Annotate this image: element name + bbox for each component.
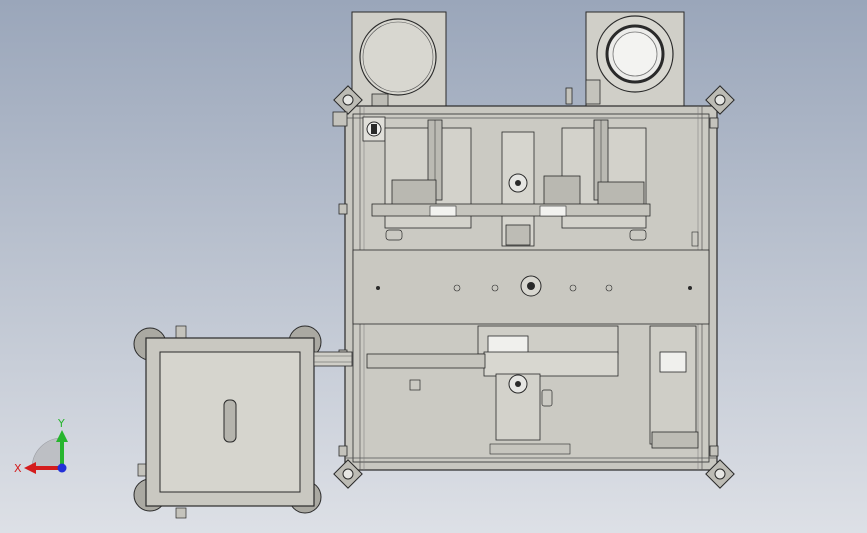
- corner-feet: [333, 85, 735, 489]
- left-spool-housing[interactable]: [351, 11, 447, 109]
- middle-plate[interactable]: [352, 249, 710, 325]
- z-axis-dot: [57, 463, 67, 473]
- x-axis-label: X: [14, 462, 22, 475]
- y-axis-arrowhead: [56, 430, 68, 442]
- upper-mechanism[interactable]: [362, 116, 699, 247]
- x-axis-arrowhead: [24, 462, 36, 474]
- lower-mechanism[interactable]: [366, 325, 699, 455]
- control-cabinet[interactable]: [133, 325, 353, 519]
- right-spool-housing[interactable]: [585, 11, 685, 109]
- coordinate-triad: Y X: [14, 417, 68, 475]
- y-axis-label: Y: [57, 417, 65, 430]
